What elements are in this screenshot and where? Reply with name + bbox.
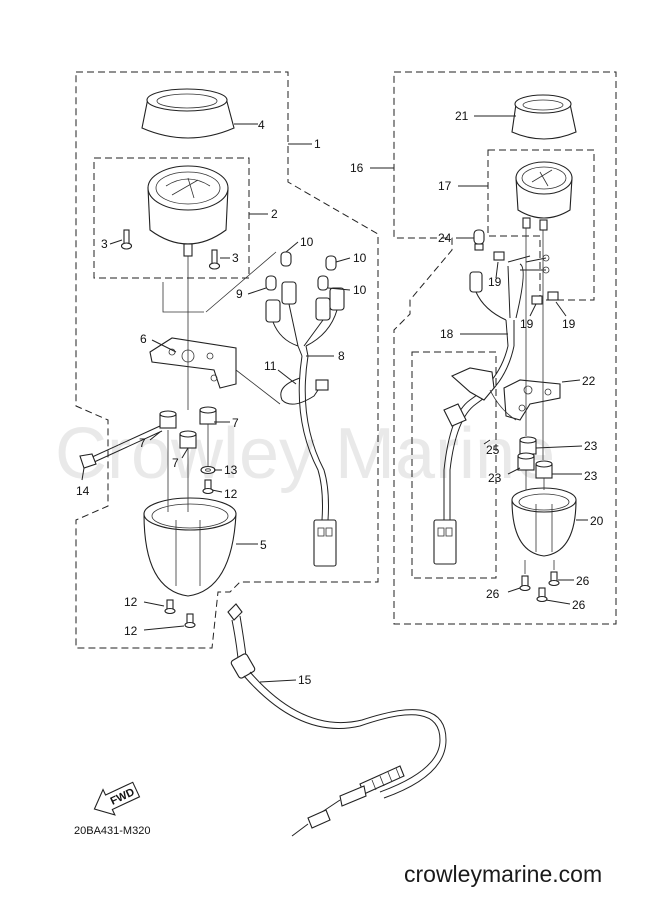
callout-22: 22 xyxy=(582,374,596,388)
part-15-cable xyxy=(227,603,447,837)
fwd-arrow-icon: FWD xyxy=(93,781,141,816)
part-9-bulb xyxy=(265,275,277,291)
callout-11: 11 xyxy=(264,359,277,373)
callout-9: 9 xyxy=(236,287,243,301)
callout-10-a: 10 xyxy=(300,235,314,249)
part-6-bracket xyxy=(149,337,237,389)
assembly-1-outline xyxy=(75,71,379,649)
callout-12-lower: 12 xyxy=(124,624,138,638)
part-4-bezel xyxy=(141,88,235,139)
part-5-housing xyxy=(143,497,237,597)
part-13-washer xyxy=(200,465,216,475)
part-22-bracket xyxy=(503,379,561,421)
part-19-nut-c xyxy=(547,291,559,301)
callout-15: 15 xyxy=(298,673,312,687)
part-23-grommet-a xyxy=(519,436,537,455)
part-3-screw-left xyxy=(120,229,133,250)
callout-12-upper: 12 xyxy=(224,487,238,501)
part-7-grommet-a xyxy=(159,410,177,429)
callout-14: 14 xyxy=(76,484,90,498)
part-2-gauge xyxy=(147,165,229,257)
part-24-bulb xyxy=(473,229,485,251)
callout-26-b: 26 xyxy=(576,574,590,588)
part-7-grommet-c xyxy=(179,430,197,449)
callout-19-a: 19 xyxy=(488,275,502,289)
callout-19-c: 19 xyxy=(562,317,576,331)
part-12-screw-upper xyxy=(202,479,214,495)
part-11-band xyxy=(280,377,329,405)
callout-18: 18 xyxy=(440,327,454,341)
part-10-bulb-a xyxy=(280,251,292,267)
part-12-screw-lower-a xyxy=(164,599,176,615)
part-14-bolt xyxy=(79,425,163,469)
callout-2: 2 xyxy=(271,207,278,221)
callout-25: 25 xyxy=(486,443,500,457)
callout-10-c: 10 xyxy=(353,283,367,297)
callout-10-b: 10 xyxy=(353,251,367,265)
callout-24: 24 xyxy=(438,231,452,245)
callout-1: 1 xyxy=(314,137,321,151)
part-21-bezel xyxy=(511,94,577,140)
part-23-grommet-b xyxy=(517,452,535,471)
callout-23-c: 23 xyxy=(584,469,598,483)
leader-lines-left xyxy=(81,123,351,683)
callout-17: 17 xyxy=(438,179,452,193)
part-12-screw-lower-b xyxy=(184,613,196,629)
callout-7-left: 7 xyxy=(139,436,146,450)
part-3-screw-right xyxy=(208,249,221,270)
part-19-nut-a xyxy=(493,251,505,261)
assembly-16-outline xyxy=(393,71,617,625)
callout-13: 13 xyxy=(224,463,238,477)
callout-3-left: 3 xyxy=(101,237,108,251)
leader-lines-right xyxy=(370,115,588,605)
part-26-screw-c xyxy=(536,587,548,603)
callout-8: 8 xyxy=(338,349,345,363)
diagram-code: 20BA431-M320 xyxy=(74,825,150,837)
part-19-nut-b xyxy=(531,295,543,305)
callout-7-bottom: 7 xyxy=(172,456,179,470)
part-23-grommet-c xyxy=(535,460,553,479)
callout-23-b: 23 xyxy=(488,471,502,485)
part-8-harness xyxy=(265,281,345,567)
watermark-text: Crowley Marine xyxy=(55,414,555,494)
callout-23-a: 23 xyxy=(584,439,598,453)
part-17-gauge xyxy=(515,161,573,231)
callout-26-a: 26 xyxy=(486,587,500,601)
website-text: crowleymarine.com xyxy=(404,861,602,887)
callout-3-right: 3 xyxy=(232,251,239,265)
part-20-housing xyxy=(511,487,577,557)
callout-5: 5 xyxy=(260,538,267,552)
callout-20: 20 xyxy=(590,514,604,528)
part-18-harness xyxy=(433,254,550,565)
callout-26-c: 26 xyxy=(572,598,586,612)
callout-16: 16 xyxy=(350,161,364,175)
part-26-screw-b xyxy=(548,571,560,587)
callout-4: 4 xyxy=(258,118,265,132)
callout-12-mid: 12 xyxy=(124,595,138,609)
part-25-bracket-clip xyxy=(443,367,517,427)
part-7-grommet-b xyxy=(199,406,217,425)
callout-21: 21 xyxy=(455,109,469,123)
callout-6: 6 xyxy=(140,332,147,346)
part-10-bulb-c xyxy=(317,275,329,291)
part-10-bulb-b xyxy=(325,255,337,271)
callout-7-right: 7 xyxy=(232,416,239,430)
callout-19-b: 19 xyxy=(520,317,534,331)
part-26-screw-a xyxy=(519,575,531,592)
